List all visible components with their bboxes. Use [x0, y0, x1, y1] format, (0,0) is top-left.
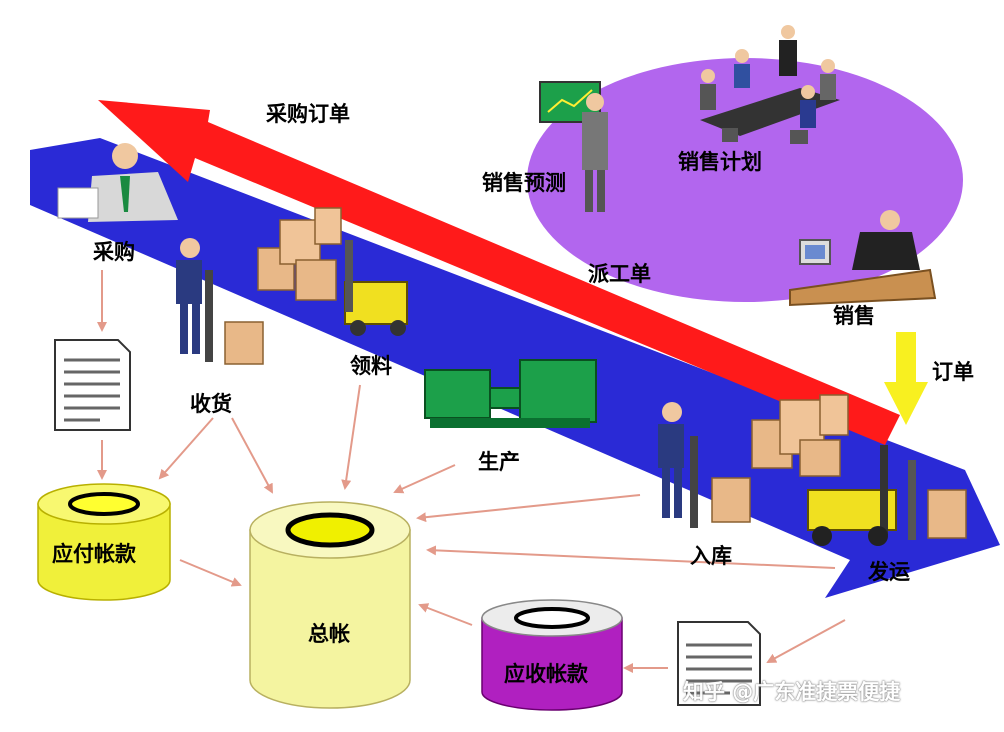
order-arrow	[884, 332, 928, 425]
requisition-boxes-icon	[257, 207, 342, 301]
purchase-order-arrow	[98, 100, 900, 445]
production-machine-icon	[424, 359, 597, 428]
sales-planning-ellipse	[527, 58, 963, 302]
material-requisition-label: 领料	[350, 354, 392, 378]
general-ledger-drum	[249, 501, 411, 709]
sales-plan-label: 销售计划	[678, 150, 762, 174]
receivable-document-icon	[677, 621, 761, 706]
sales-forecast-icon	[539, 81, 608, 212]
accounts-receivable-drum	[481, 599, 623, 711]
purchasing-label: 采购	[93, 240, 135, 264]
production-label: 生产	[478, 450, 520, 474]
payable-document-icon	[54, 339, 131, 431]
general-ledger-label: 总帐	[308, 622, 350, 646]
accounts-payable-drum	[37, 483, 171, 601]
forklift-icon	[344, 240, 408, 336]
dispatch-order-label: 派工单	[588, 262, 651, 286]
shipping-forklift-icon	[807, 445, 967, 546]
accounts-payable-label: 应付帐款	[52, 542, 136, 566]
sales-desk-icon	[789, 210, 937, 307]
warehousing-worker-icon	[658, 402, 751, 528]
sales-plan-meeting-icon	[700, 25, 840, 144]
accounts-receivable-label: 应收帐款	[504, 662, 588, 686]
receiving-worker-icon	[176, 238, 264, 365]
shipping-label: 发运	[868, 560, 910, 584]
warehouse-boxes-icon	[751, 394, 849, 477]
flow-arrows	[97, 270, 846, 673]
order-label: 订单	[932, 360, 974, 384]
purchase-order-label: 采购订单	[266, 102, 350, 126]
purchaser-icon	[57, 143, 178, 222]
receiving-label: 收货	[190, 392, 232, 416]
sales-forecast-label: 销售预测	[482, 171, 566, 195]
watermark: 知乎 @广东准捷票便捷	[683, 680, 901, 704]
sales-label: 销售	[833, 304, 875, 328]
warehousing-label: 入库	[690, 544, 732, 568]
